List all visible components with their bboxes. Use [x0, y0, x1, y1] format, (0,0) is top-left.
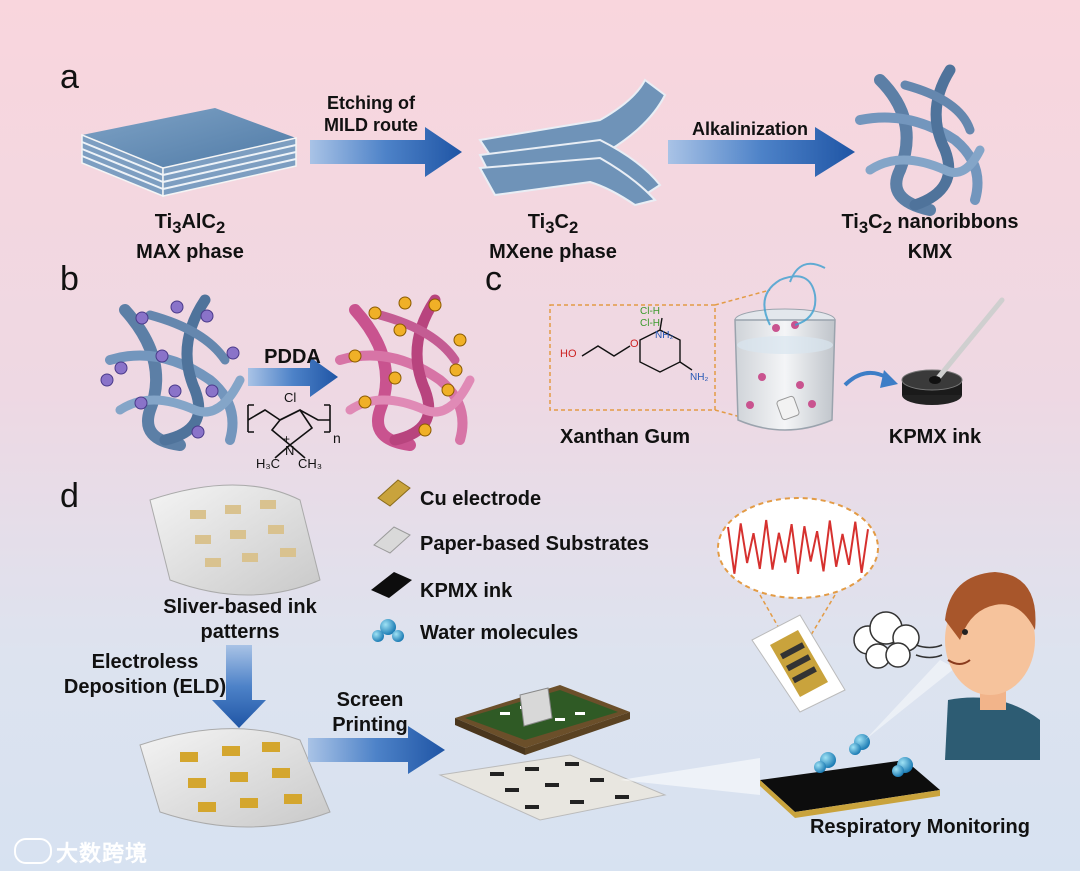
- chem-nh2-bottom-label: NH₂: [690, 372, 709, 383]
- max-phase-label: Ti3AlC2 MAX phase: [110, 210, 270, 265]
- eld-line2: Deposition (ELD): [63, 676, 227, 698]
- arrow-etching: [310, 127, 462, 177]
- eld-line1: Electroless: [91, 651, 199, 673]
- alkalinization-label: Alkalinization: [691, 119, 808, 139]
- eld-label: Electroless Deposition (ELD): [55, 650, 235, 700]
- pdda-label: PDDA: [264, 346, 321, 368]
- ink-dish-with-brush: [901, 297, 1005, 405]
- mixing-beaker: [734, 308, 836, 431]
- xanthan-structure: [581, 317, 693, 373]
- chloride-label: Cl: [284, 390, 297, 405]
- water-molecule-icon: [372, 619, 404, 642]
- chem-nh2-top-label: NH₂: [655, 330, 674, 341]
- mxene-name: MXene phase: [489, 241, 617, 263]
- pdda-structure: [247, 404, 331, 459]
- panel-label-b: b: [60, 260, 79, 298]
- methyl-right-label: CH₃: [298, 456, 323, 471]
- legend-kpmx-ink: KPMX ink: [420, 580, 513, 602]
- mxene-formula: Ti3C2: [527, 211, 579, 237]
- breath-beam: [865, 660, 955, 740]
- arrow-screen-printing: [308, 726, 445, 774]
- breath-cloud: [853, 611, 943, 669]
- repeat-n-label: n: [333, 430, 341, 446]
- arrow-eld: [212, 645, 266, 728]
- respiration-signal: [727, 519, 869, 575]
- etching-label-line1: Etching of: [327, 93, 415, 113]
- etching-label-line2: MILD route: [324, 115, 418, 135]
- chem-ho-label: HO: [560, 348, 577, 360]
- screen-printer: [455, 685, 630, 755]
- chem-clh1-label: Cl-H: [640, 306, 660, 317]
- panel-label-c: c: [485, 260, 502, 298]
- panel-label-d: d: [60, 477, 79, 515]
- screen-printing-label: Screen Printing: [320, 688, 420, 738]
- printed-sensor-sheet: [438, 754, 667, 821]
- positive-charge-markers: [348, 296, 467, 437]
- silver-ink-line1: Sliver-based ink: [163, 596, 317, 618]
- chem-clh2-label: Cl-H: [640, 318, 660, 329]
- mxene-phase-label: Ti3C2 MXene phase: [473, 210, 633, 265]
- silver-pattern-paper: [149, 484, 321, 596]
- kmx-label: Ti3C2 nanoribbons KMX: [820, 210, 1040, 265]
- kpmx-swatch: [371, 572, 412, 598]
- arrow-pdda: [248, 357, 338, 397]
- arrow-to-ink-head: [880, 370, 898, 388]
- kmx-formula: Ti3C2 nanoribbons: [841, 211, 1019, 237]
- mxene-phase-sheets: [478, 78, 667, 207]
- legend-cu-electrode: Cu electrode: [420, 488, 542, 510]
- paper-swatch: [373, 526, 411, 554]
- water-droplets: [814, 734, 913, 777]
- beaker-particles: [746, 321, 816, 409]
- methyl-left-label: H₃C: [256, 456, 281, 471]
- nitrogen-label: N: [285, 443, 295, 458]
- nitrogen-plus-label: +: [283, 432, 291, 446]
- kmx-ribbons-negative: [105, 294, 245, 451]
- splash-vortex: [763, 262, 826, 326]
- etching-label: Etching of MILD route: [306, 92, 436, 136]
- magnify-beam: [620, 758, 760, 795]
- screen-line1: Screen: [336, 689, 404, 711]
- kpmx-ink-label: KPMX ink: [888, 426, 982, 448]
- chem-o-label: O: [630, 338, 639, 350]
- xanthan-gum-label: Xanthan Gum: [559, 426, 690, 448]
- cu-electrode-swatch: [377, 479, 411, 507]
- max-phase-slab: [81, 108, 297, 198]
- max-formula: Ti3AlC2: [154, 211, 226, 237]
- watermark-logo-icon: [14, 838, 52, 864]
- cu-pattern-paper: [139, 728, 331, 828]
- respiratory-monitoring-label: Respiratory Monitoring: [809, 816, 1030, 838]
- silver-ink-line2: patterns: [200, 621, 280, 643]
- signal-bubble: [717, 497, 879, 641]
- legend-paper-substrates: Paper-based Substrates: [420, 533, 649, 555]
- silver-ink-label: Sliver-based ink patterns: [140, 595, 340, 645]
- sensor-strip: [751, 614, 846, 713]
- max-name: MAX phase: [136, 241, 244, 263]
- person-illustration: [945, 572, 1040, 760]
- sensor-closeup: [760, 760, 940, 818]
- panel-label-a: a: [60, 58, 79, 96]
- xanthan-structure-box: [549, 304, 716, 411]
- legend-water-molecules: Water molecules: [420, 622, 579, 644]
- kmx-name: KMX: [907, 241, 953, 263]
- arrow-alkalinization: [668, 127, 855, 177]
- negative-charge-markers: [100, 300, 240, 439]
- watermark-text: 大数跨境: [56, 841, 149, 866]
- screen-line2: Printing: [332, 714, 408, 736]
- ti3c2-nanoribbons: [855, 64, 985, 216]
